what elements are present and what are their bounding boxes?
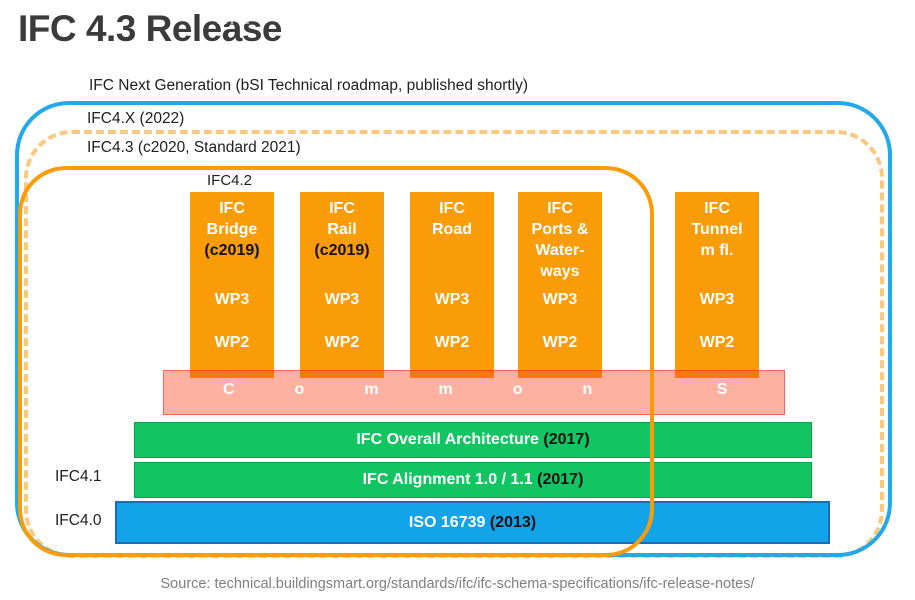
label-ifc40: IFC4.0	[55, 512, 102, 529]
bar-ifc-overall-architecture: IFC Overall Architecture (2017)	[134, 422, 812, 458]
wp1-label: WP1	[699, 11, 735, 28]
label-ifc41: IFC4.1	[55, 468, 102, 485]
column-line: Tunnel	[691, 221, 743, 238]
column-line: (c2019)	[314, 242, 370, 259]
column-line: IFC	[219, 200, 245, 217]
column-line: IFC	[547, 200, 573, 217]
column-wp3: WP3	[542, 291, 578, 308]
column-line: (c2019)	[204, 242, 260, 259]
column-line: m fl.	[700, 242, 734, 259]
column-wp2: WP2	[324, 334, 360, 351]
column-wp3: WP3	[699, 291, 735, 308]
column-ifc-tunnel: IFC Tunnel m fl. WP3 WP2	[675, 192, 759, 378]
bar-label: IFC Overall Architecture	[356, 431, 544, 448]
wp1-label: WP1	[542, 11, 578, 28]
column-wp2: WP2	[542, 334, 578, 351]
column-ifc-bridge: IFC Bridge (c2019) WP3 WP2	[190, 192, 274, 378]
column-ifc-road: IFC Road WP3 WP2	[410, 192, 494, 378]
column-line: IFC	[329, 200, 355, 217]
wp1-label: WP1	[214, 11, 250, 28]
column-line: Water-	[535, 242, 585, 259]
page-title: IFC 4.3 Release	[18, 8, 282, 49]
column-line: Road	[432, 221, 472, 238]
wp1-label: WP1	[434, 11, 470, 28]
column-wp2: WP2	[434, 334, 470, 351]
column-ifc-rail: IFC Rail (c2019) WP3 WP2	[300, 192, 384, 378]
column-ifc-ports-waterways: IFC Ports & Water- ways WP3 WP2	[518, 192, 602, 378]
column-wp3: WP3	[324, 291, 360, 308]
wp1-label: WP1	[324, 11, 360, 28]
common-schema-label: Common Schema	[223, 381, 915, 398]
bar-iso-16739: ISO 16739 (2013)	[115, 501, 830, 544]
bar-year: (2017)	[537, 471, 584, 488]
column-line: IFC	[439, 200, 465, 217]
source-note: Source: technical.buildingsmart.org/stan…	[160, 576, 755, 592]
column-wp3: WP3	[434, 291, 470, 308]
label-ifc43: IFC4.3 (c2020, Standard 2021)	[87, 139, 301, 156]
wp1-common-schema-band	[163, 370, 785, 415]
column-line: ways	[540, 263, 580, 280]
label-ifc42: IFC4.2	[207, 172, 253, 189]
column-line: IFC	[704, 200, 730, 217]
bar-label: ISO 16739	[408, 513, 490, 531]
column-line: Rail	[327, 221, 357, 238]
column-wp3: WP3	[214, 291, 250, 308]
bar-label: IFC Alignment 1.0 / 1.1	[362, 471, 538, 488]
frame-ifc43	[18, 166, 654, 557]
label-ifc-next-generation: IFC Next Generation (bSI Technical roadm…	[89, 77, 529, 94]
bar-year: (2013)	[489, 513, 537, 531]
column-wp2: WP2	[699, 334, 735, 351]
column-line: Bridge	[206, 221, 258, 238]
bar-ifc-alignment: IFC Alignment 1.0 / 1.1 (2017)	[134, 462, 812, 498]
column-wp2: WP2	[214, 334, 250, 351]
column-line: Ports &	[531, 221, 589, 238]
label-ifc4x: IFC4.X (2022)	[87, 110, 185, 127]
bar-year: (2017)	[543, 431, 590, 448]
